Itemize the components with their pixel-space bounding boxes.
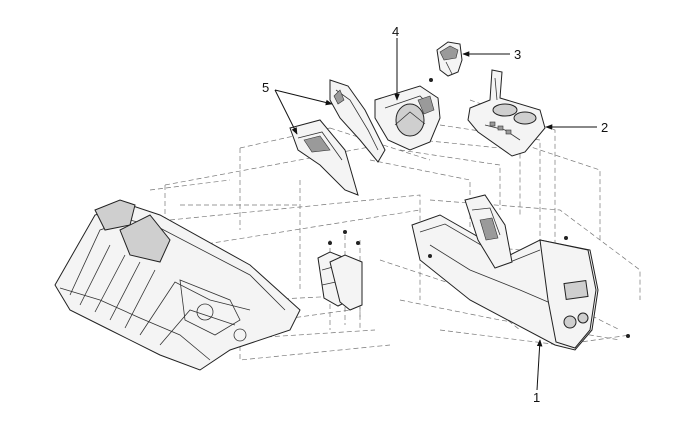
callout-2: 2 — [601, 120, 608, 135]
leader-lines — [274, 38, 597, 391]
part-4-upper-trim — [374, 78, 441, 151]
callout-4: 4 — [392, 24, 399, 39]
callout-1: 1 — [533, 390, 540, 405]
leader-1 — [536, 339, 543, 391]
leader-5b — [274, 89, 298, 135]
part-3-shift-knob — [436, 41, 463, 77]
callout-3: 3 — [514, 47, 521, 62]
part-1-console-body — [411, 194, 630, 351]
leader-5a — [274, 89, 333, 106]
mounting-bracket — [317, 230, 363, 311]
callout-5: 5 — [262, 80, 269, 95]
floor-pan-panel — [54, 199, 301, 371]
part-2-shifter-bezel — [467, 69, 546, 157]
part-5-side-trim-panels — [289, 79, 386, 196]
callout-labels: 1 2 3 4 5 — [262, 24, 608, 405]
